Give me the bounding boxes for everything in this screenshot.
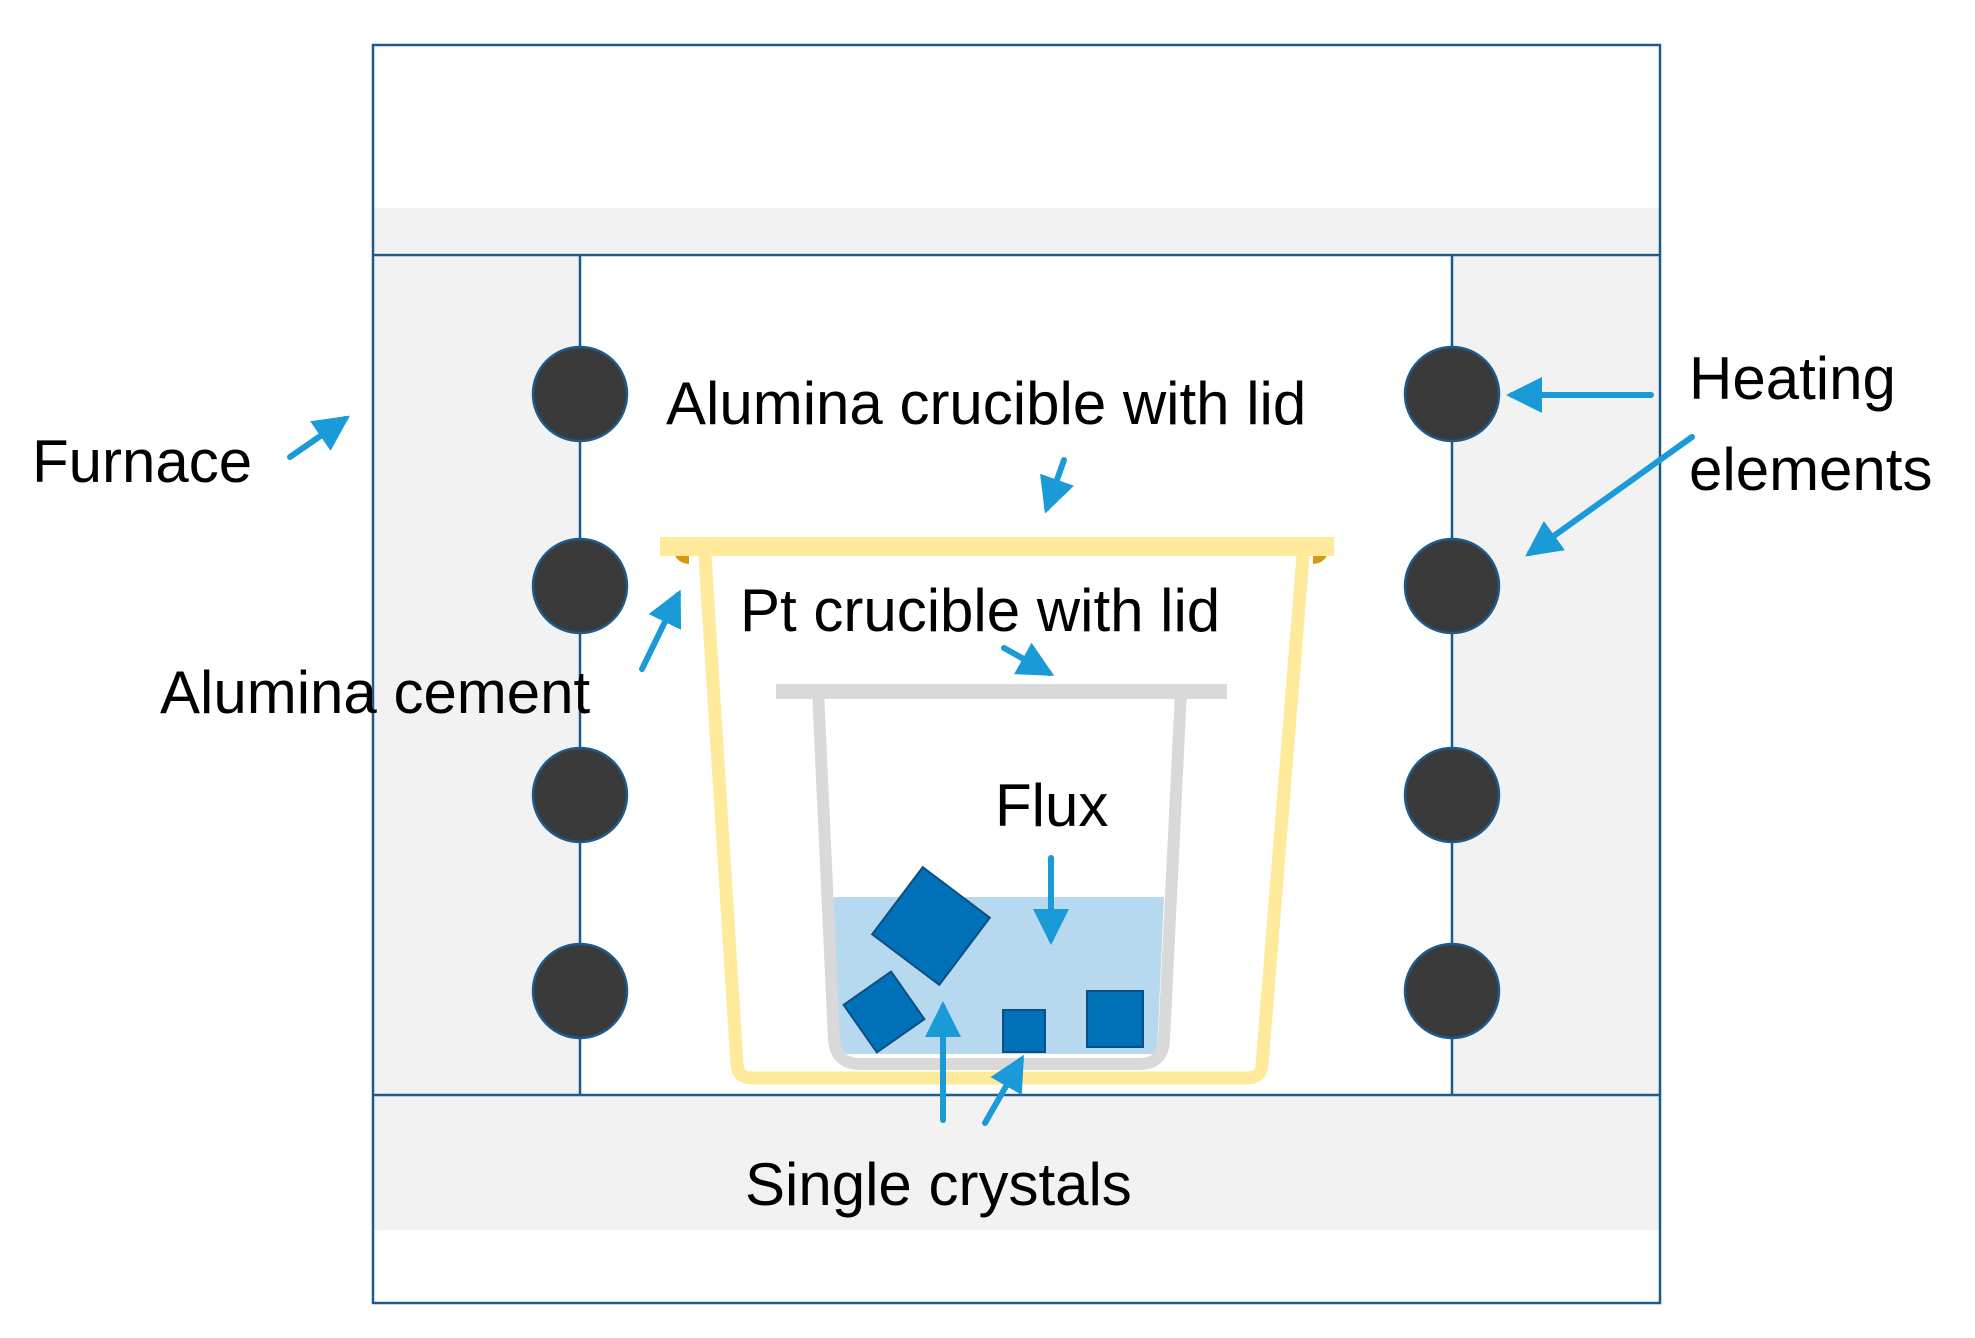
label-single-crystals: Single crystals [745, 1151, 1132, 1218]
alumina-crucible-lid [660, 537, 1334, 556]
crystal [870, 865, 992, 987]
single-crystals [842, 865, 1144, 1054]
heating-element [531, 537, 629, 635]
furnace-top-insulation [373, 208, 1660, 252]
arrow-furnace [287, 415, 350, 460]
furnace-outer-frame [371, 43, 1662, 1305]
heating-element [531, 746, 629, 844]
heating-element [1403, 746, 1501, 844]
label-furnace: Furnace [32, 428, 252, 495]
pt-crucible [776, 684, 1227, 1070]
arrow-crystal-right [982, 1054, 1024, 1126]
arrow-pt-crucible [1001, 642, 1055, 676]
pt-crucible-lid [776, 684, 1227, 699]
label-pt-crucible: Pt crucible with lid [740, 577, 1220, 644]
heating-element [531, 942, 629, 1040]
crystal [1086, 990, 1144, 1048]
heating-element [1403, 942, 1501, 1040]
heating-elements [531, 345, 1501, 1040]
arrow-alumina-cement [639, 589, 682, 672]
heating-element [531, 345, 629, 443]
label-heating-line2: elements [1689, 436, 1932, 503]
crystal [1002, 1009, 1046, 1053]
arrows [287, 377, 1695, 1126]
label-heating-line1: Heating [1689, 345, 1896, 412]
heating-element [1403, 537, 1501, 635]
arrow-alumina-crucible [1040, 457, 1074, 514]
label-alumina-crucible: Alumina crucible with lid [666, 370, 1306, 437]
crystal [842, 970, 926, 1054]
heating-element [1403, 345, 1501, 443]
arrow-heating-bottom [1525, 434, 1695, 557]
labels: Furnace Alumina crucible with lid Heatin… [32, 345, 1932, 1218]
label-alumina-cement: Alumina cement [160, 659, 591, 726]
furnace-bottom-insulation [373, 1095, 1660, 1230]
label-flux: Flux [995, 772, 1108, 839]
